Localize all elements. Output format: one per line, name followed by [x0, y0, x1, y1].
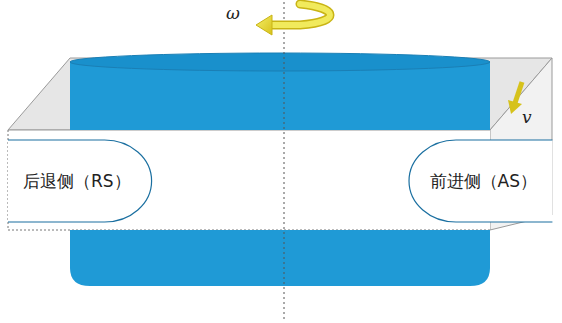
side-label: 前进侧（AS）: [430, 170, 537, 193]
side-region: 前进侧（AS）: [415, 140, 552, 222]
travel-arrow: [515, 82, 522, 103]
tool-shoulder: [70, 62, 490, 130]
rotation-arrow: [268, 4, 330, 25]
side-label: 后退侧（RS）: [23, 170, 131, 193]
angular-velocity-symbol: ω: [226, 3, 240, 23]
region-outline: [8, 140, 152, 222]
region-outline: [409, 140, 552, 222]
side-region: 后退侧（RS）: [8, 140, 146, 222]
rotation-arrowhead: [256, 15, 272, 35]
tool-top: [70, 53, 490, 71]
axis-line: [284, 2, 285, 321]
tool-lower: [70, 230, 490, 286]
velocity-symbol: v: [522, 107, 532, 127]
rotation-arrow: [268, 4, 330, 25]
travel-arrowhead: [508, 100, 522, 114]
